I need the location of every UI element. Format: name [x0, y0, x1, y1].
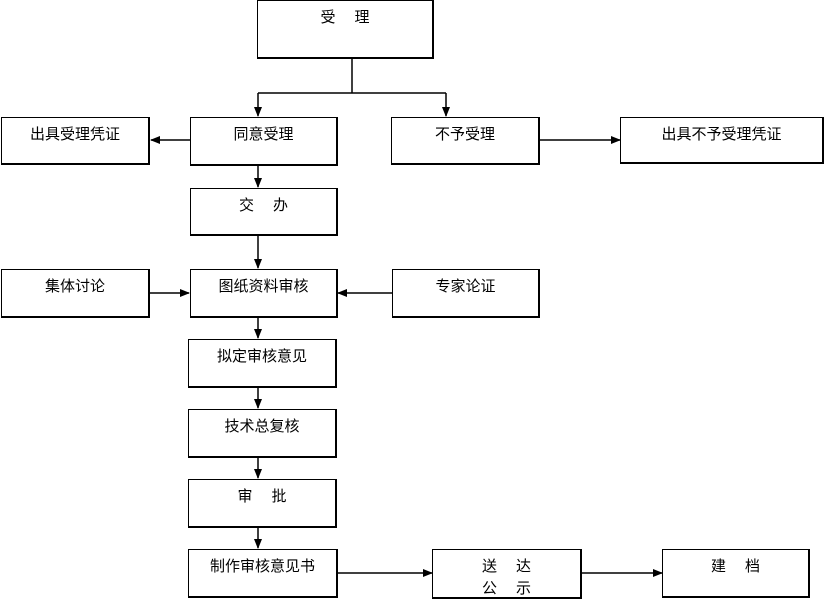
- node-drawing-review: 图纸资料审核: [190, 269, 338, 318]
- node-group-discussion-label: 集体讨论: [44, 277, 105, 295]
- node-tech-recheck-label: 技术总复核: [224, 417, 300, 435]
- node-archive-label: 建 档: [710, 557, 761, 575]
- node-deliver-sublabel: 公 示: [481, 579, 532, 597]
- node-archive: 建 档: [662, 549, 810, 598]
- node-drawing-review-label: 图纸资料审核: [218, 277, 309, 295]
- node-tech-recheck: 技术总复核: [188, 409, 337, 458]
- node-make-opinion-doc-label: 制作审核意见书: [209, 557, 315, 575]
- node-issue-reject-cert: 出具不予受理凭证: [620, 117, 824, 164]
- node-agree: 同意受理: [190, 117, 338, 166]
- node-approve: 审 批: [188, 479, 337, 528]
- node-deliver: 送 达 公 示: [432, 549, 582, 599]
- node-expert-demo-label: 专家论证: [435, 277, 496, 295]
- node-issue-accept-cert: 出具受理凭证: [1, 117, 150, 165]
- node-issue-accept-cert-label: 出具受理凭证: [29, 125, 120, 143]
- node-draft-opinion-label: 拟定审核意见: [216, 347, 307, 365]
- node-reject: 不予受理: [391, 117, 540, 165]
- node-group-discussion: 集体讨论: [1, 269, 150, 318]
- node-assign: 交 办: [190, 188, 338, 236]
- node-issue-reject-cert-label: 出具不予受理凭证: [661, 125, 782, 143]
- node-reject-label: 不予受理: [434, 125, 495, 143]
- node-accept-label: 受 理: [320, 8, 370, 26]
- node-deliver-label: 送 达: [481, 557, 532, 575]
- node-agree-label: 同意受理: [233, 125, 294, 143]
- node-assign-label: 交 办: [238, 196, 289, 214]
- node-accept: 受 理: [257, 0, 434, 59]
- node-make-opinion-doc: 制作审核意见书: [188, 549, 338, 598]
- node-expert-demo: 专家论证: [392, 269, 540, 318]
- node-approve-label: 审 批: [237, 487, 287, 505]
- node-draft-opinion: 拟定审核意见: [188, 339, 337, 388]
